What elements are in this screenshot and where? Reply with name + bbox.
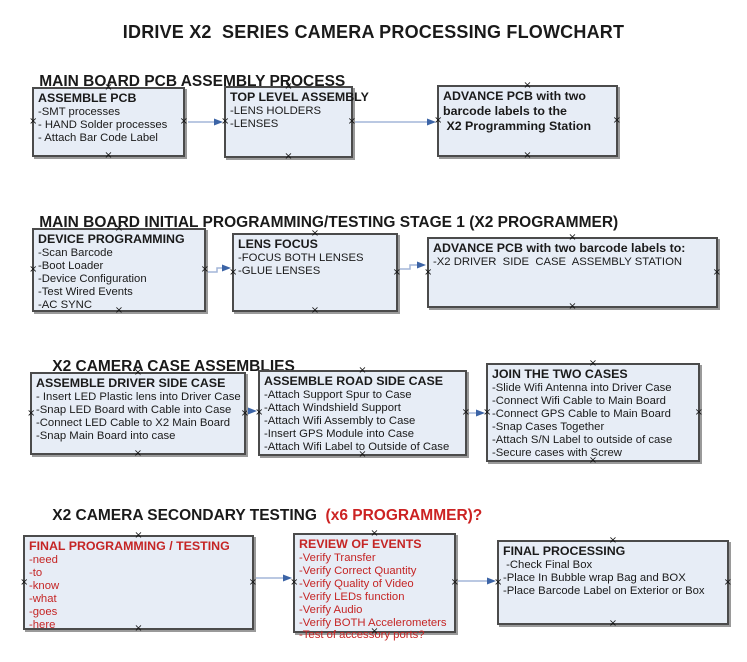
section-heading-initial-programming: MAIN BOARD INITIAL PROGRAMMING/TESTING S… [22, 196, 618, 250]
arrow-review-to-final-processing [458, 577, 496, 585]
box-title: TOP LEVEL ASSEMBLY [230, 90, 369, 104]
box-items: -LENS HOLDERS -LENSES [230, 105, 322, 130]
anchor-handle: × [290, 577, 299, 588]
box-device-programming: DEVICE PROGRAMMING -Scan Barcode -Boot L… [29, 224, 209, 316]
anchor-handle: × [450, 577, 459, 588]
box-top-level-assembly: TOP LEVEL ASSEMBLY -LENS HOLDERS -LENSES… [221, 82, 369, 162]
box-title: LENS FOCUS [238, 237, 318, 251]
box-items: -X2 DRIVER SIDE CASE ASSEMBLY STATION [433, 256, 683, 268]
anchor-handle: × [255, 407, 264, 418]
box-items: -SMT processes - HAND Solder processes -… [38, 106, 168, 144]
anchor-handle: × [694, 406, 703, 418]
anchor-handle: × [284, 151, 293, 162]
section-heading-text: MAIN BOARD PCB ASSEMBLY PROCESS [39, 73, 346, 90]
section-heading-text: MAIN BOARD INITIAL PROGRAMMING/TESTING S… [39, 214, 619, 231]
box-review-of-events: REVIEW OF EVENTS -Verify Transfer -Verif… [290, 529, 459, 642]
anchor-handle: × [221, 116, 230, 127]
anchor-handle: × [20, 576, 29, 588]
box-final-programming-testing: FINAL PROGRAMMING / TESTING -need -to -k… [20, 531, 257, 634]
section-heading-pcb-assembly: MAIN BOARD PCB ASSEMBLY PROCESS [22, 55, 345, 109]
box-assemble-road-side-case: ASSEMBLE ROAD SIDE CASE -Attach Support … [255, 366, 470, 460]
arrow-assemble-pcb-to-top-level [188, 118, 223, 126]
anchor-handle: × [29, 264, 38, 275]
box-title: FINAL PROGRAMMING / TESTING [29, 539, 230, 553]
anchor-handle: × [200, 264, 209, 275]
anchor-handle: × [424, 266, 433, 278]
anchor-handle: × [434, 115, 443, 126]
box-assemble-pcb: ASSEMBLE PCB -SMT processes - HAND Solde… [29, 83, 188, 161]
anchor-handle: × [133, 448, 143, 459]
box-items: -FOCUS BOTH LENSES -GLUE LENSES [238, 252, 364, 277]
anchor-handle: × [523, 150, 532, 161]
anchor-handle: × [483, 406, 492, 418]
anchor-handle: × [712, 266, 721, 278]
anchor-handle: × [179, 116, 188, 127]
box-title: ADVANCE PCB with two barcode labels to t… [443, 89, 592, 133]
box-title: REVIEW OF EVENTS [299, 537, 422, 551]
box-title: FINAL PROCESSING [503, 544, 626, 558]
box-title: ADVANCE PCB with two barcode labels to: [433, 241, 686, 255]
box-advance-pcb-programming-station: ADVANCE PCB with two barcode labels to t… [434, 81, 621, 161]
anchor-handle: × [347, 116, 356, 127]
box-items: -Scan Barcode -Boot Loader -Device Confi… [38, 247, 147, 311]
arrow-driver-case-to-road-case [247, 407, 257, 415]
anchor-handle: × [229, 266, 238, 278]
anchor-handle: × [248, 576, 257, 588]
anchor-handle: × [29, 116, 38, 127]
box-title: ASSEMBLE DRIVER SIDE CASE [36, 376, 226, 390]
section-heading-secondary-testing: X2 CAMERA SECONDARY TESTING (x6 PROGRAMM… [35, 489, 482, 543]
arrow-lens-focus-to-advance-pcb [400, 261, 426, 270]
anchor-handle: × [723, 576, 732, 588]
section-heading-text: X2 CAMERA SECONDARY TESTING [52, 507, 322, 524]
page-title: IDRIVE X2 SERIES CAMERA PROCESSING FLOWC… [122, 22, 625, 42]
anchor-handle: × [612, 115, 621, 126]
box-items: -need -to -know -what -goes -here [29, 554, 60, 631]
anchor-handle: × [608, 618, 618, 629]
arrow-final-programming-to-review [256, 574, 292, 582]
box-title: DEVICE PROGRAMMING [38, 232, 185, 246]
box-items: - Insert LED Plastic lens into Driver Ca… [36, 391, 241, 442]
box-assemble-driver-side-case: ASSEMBLE DRIVER SIDE CASE - Insert LED P… [27, 368, 249, 459]
box-items: -Verify Transfer -Verify Correct Quantit… [299, 552, 447, 642]
box-advance-pcb-driver-side: ADVANCE PCB with two barcode labels to: … [424, 233, 721, 312]
box-title: ASSEMBLE PCB [38, 91, 137, 105]
box-items: -Check Final Box -Place In Bubble wrap B… [503, 559, 705, 597]
anchor-handle: × [104, 150, 113, 161]
box-title: ASSEMBLE ROAD SIDE CASE [264, 374, 443, 388]
anchor-handle: × [461, 407, 470, 418]
anchor-handle: × [27, 407, 36, 419]
box-final-processing: FINAL PROCESSING -Check Final Box -Place… [494, 536, 732, 629]
arrow-top-level-to-advance-pcb [355, 118, 436, 126]
box-join-the-two-cases: JOIN THE TWO CASES -Slide Wifi Antenna i… [483, 359, 703, 466]
anchor-handle: × [310, 305, 320, 316]
box-title: JOIN THE TWO CASES [492, 367, 628, 381]
anchor-handle: × [392, 266, 401, 278]
anchor-handle: × [494, 576, 503, 588]
anchor-handle: × [568, 301, 577, 312]
box-items: -Attach Support Spur to Case -Attach Win… [264, 389, 450, 453]
box-lens-focus: LENS FOCUS -FOCUS BOTH LENSES -GLUE LENS… [229, 229, 401, 316]
arrow-device-programming-to-lens-focus [208, 264, 231, 273]
anchor-handle: × [240, 407, 249, 419]
box-items: -Slide Wifi Antenna into Driver Case -Co… [492, 382, 673, 459]
section-heading-red-text: (x6 PROGRAMMER)? [321, 507, 483, 524]
arrow-road-case-to-join-cases [469, 409, 485, 417]
